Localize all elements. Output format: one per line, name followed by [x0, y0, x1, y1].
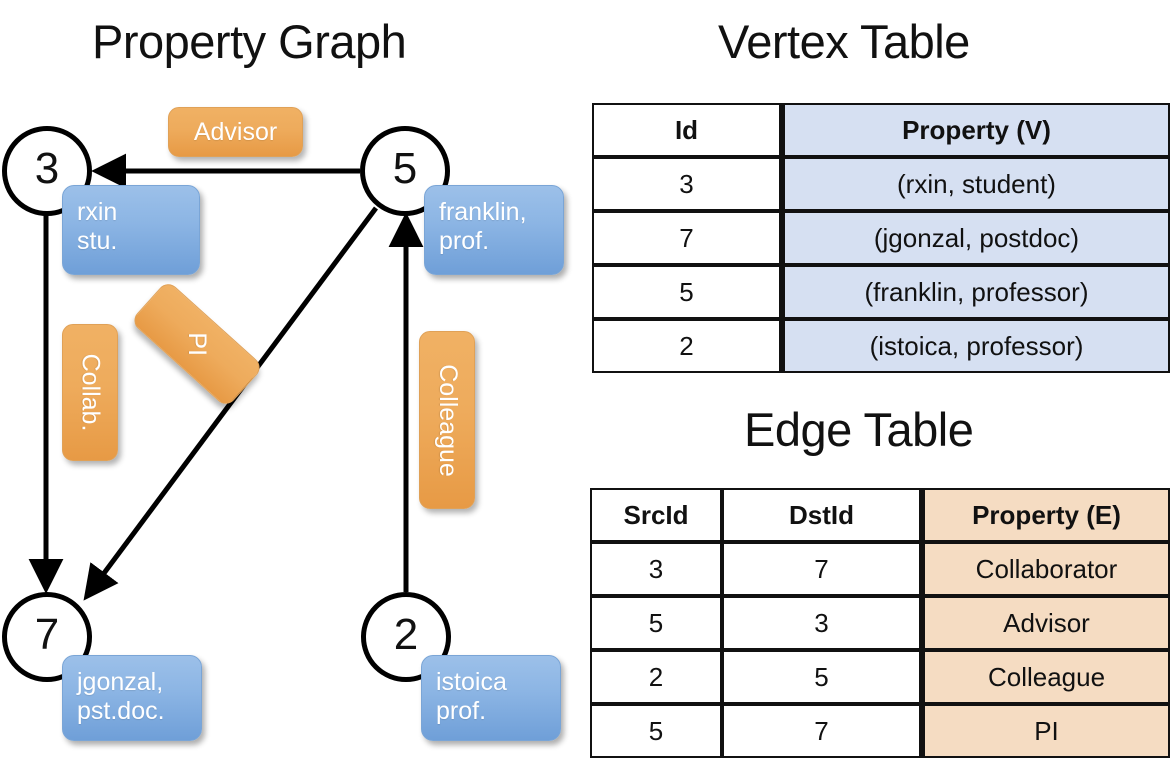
edge-row-2-dst: 5 — [722, 650, 922, 704]
edge-label-pi-text: PI — [183, 332, 212, 356]
vertex-property-box-7-line2: pst.doc. — [77, 696, 165, 725]
edge-label-colleague-text: Colleague — [433, 363, 462, 477]
vertex-property-box-3-line1: rxin — [77, 198, 118, 226]
vertex-property-box-3: rxin stu. — [62, 185, 200, 275]
edge-row-0-dst: 7 — [722, 542, 922, 596]
graph-node-5-label: 5 — [392, 144, 418, 193]
vertex-table-col-property: Property (V) — [782, 103, 1170, 157]
edge-row-1-src: 5 — [590, 596, 722, 650]
table-row[interactable]: 5 7 PI — [590, 704, 1170, 758]
vertex-row-3-id: 2 — [592, 319, 782, 373]
edge-row-1-property: Advisor — [922, 596, 1170, 650]
table-row[interactable]: 2 (istoica, professor) — [592, 319, 1170, 373]
edge-row-0-property: Collaborator — [922, 542, 1170, 596]
page-title-vertex-table: Vertex Table — [718, 15, 970, 68]
vertex-property-box-5: franklin, prof. — [424, 185, 564, 275]
vertex-property-box-2: istoica prof. — [421, 655, 561, 741]
graph-node-3-label: 3 — [34, 144, 60, 193]
vertex-row-1-id: 7 — [592, 211, 782, 265]
edge-table-col-property: Property (E) — [922, 488, 1170, 542]
edge-table-col-dstid: DstId — [722, 488, 922, 542]
edge-row-0-src: 3 — [590, 542, 722, 596]
edge-row-1-dst: 3 — [722, 596, 922, 650]
graph-node-7-label: 7 — [34, 610, 60, 659]
vertex-property-box-7: jgonzal, pst.doc. — [62, 655, 202, 741]
edge-row-2-src: 2 — [590, 650, 722, 704]
table-row[interactable]: 5 3 Advisor — [590, 596, 1170, 650]
vertex-table-col-id: Id — [592, 103, 782, 157]
page-title-edge-table: Edge Table — [744, 403, 974, 456]
edge-row-3-property: PI — [922, 704, 1170, 758]
vertex-property-box-2-line1: istoica — [436, 668, 507, 696]
edge-row-3-dst: 7 — [722, 704, 922, 758]
vertex-property-box-5-line2: prof. — [439, 226, 490, 255]
edge-label-advisor: Advisor — [168, 107, 303, 157]
vertex-row-0-property: (rxin, student) — [782, 157, 1170, 211]
edge-table-header-row: SrcId DstId Property (E) — [590, 488, 1170, 542]
edge-row-2-property: Colleague — [922, 650, 1170, 704]
vertex-row-1-property: (jgonzal, postdoc) — [782, 211, 1170, 265]
graph-node-2-label: 2 — [393, 610, 419, 659]
edge-table-col-srcid: SrcId — [590, 488, 722, 542]
vertex-property-box-7-line1: jgonzal, — [77, 668, 164, 696]
table-row[interactable]: 3 7 Collaborator — [590, 542, 1170, 596]
edge-label-collab-text: Collab. — [76, 353, 105, 432]
edge-row-3-src: 5 — [590, 704, 722, 758]
edge-table: SrcId DstId Property (E) 3 7 Collaborato… — [590, 488, 1170, 758]
edge-label-advisor-text: Advisor — [193, 117, 278, 146]
page-title-property-graph: Property Graph — [92, 15, 407, 68]
table-row[interactable]: 2 5 Colleague — [590, 650, 1170, 704]
edge-label-colleague: Colleague — [419, 331, 475, 509]
table-row[interactable]: 3 (rxin, student) — [592, 157, 1170, 211]
edge-label-collab: Collab. — [62, 324, 118, 461]
vertex-row-2-property: (franklin, professor) — [782, 265, 1170, 319]
vertex-row-2-id: 5 — [592, 265, 782, 319]
vertex-table-header-row: Id Property (V) — [592, 103, 1170, 157]
vertex-property-box-3-line2: stu. — [77, 226, 118, 255]
vertex-table: Id Property (V) 3 (rxin, student) 7 (jgo… — [592, 103, 1170, 373]
vertex-property-box-5-line1: franklin, — [439, 198, 527, 226]
graph-node-5[interactable]: 5 — [360, 126, 450, 216]
vertex-row-0-id: 3 — [592, 157, 782, 211]
vertex-row-3-property: (istoica, professor) — [782, 319, 1170, 373]
graph-node-2[interactable]: 2 — [361, 592, 451, 682]
vertex-property-box-2-line2: prof. — [436, 696, 487, 725]
table-row[interactable]: 5 (franklin, professor) — [592, 265, 1170, 319]
table-row[interactable]: 7 (jgonzal, postdoc) — [592, 211, 1170, 265]
